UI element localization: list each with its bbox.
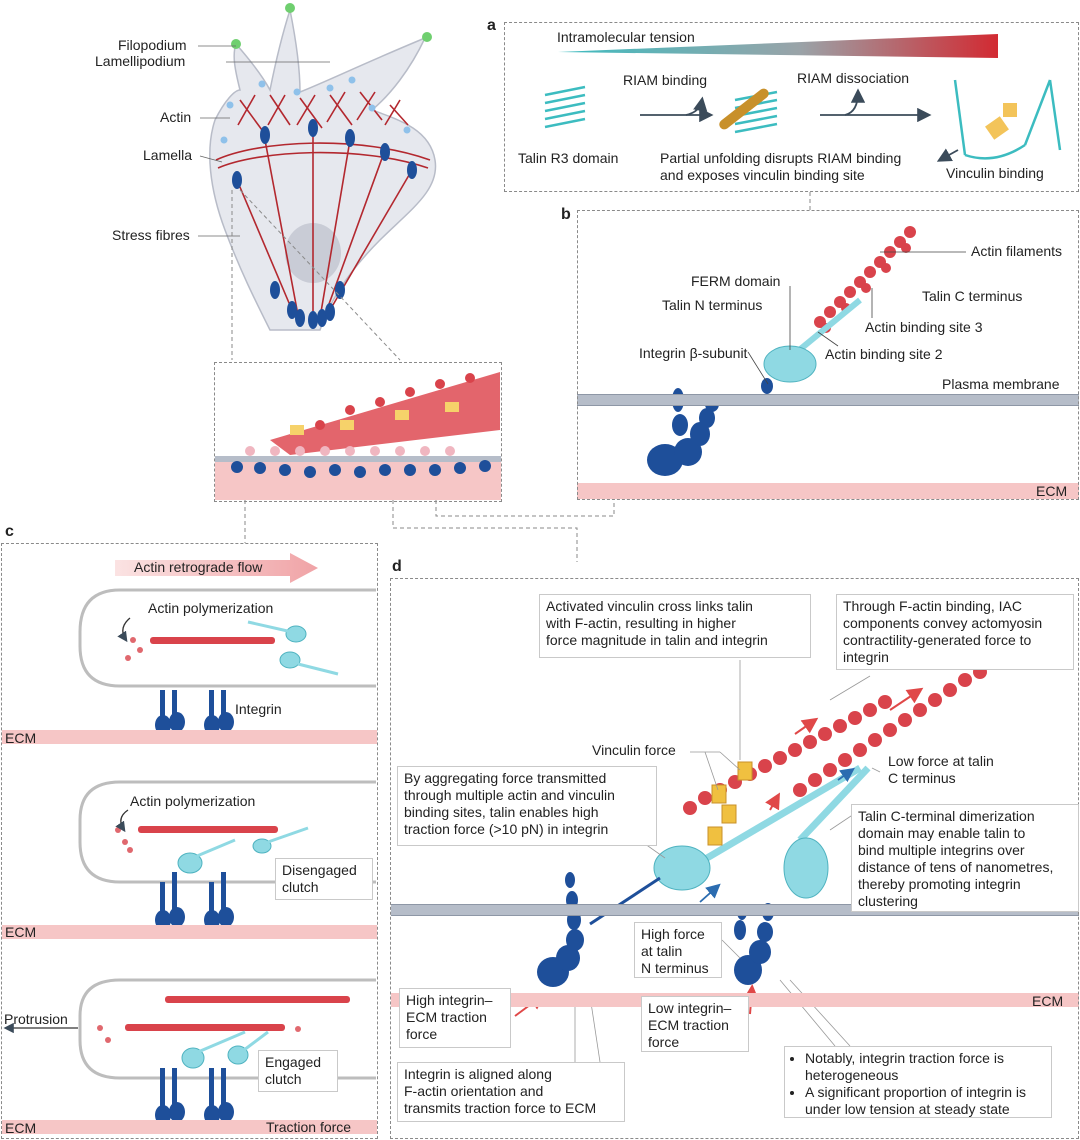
ecm-bar-b (577, 483, 1079, 499)
panel-d-letter: d (392, 558, 402, 575)
panel-c-letter: c (5, 523, 14, 540)
ecm-bar-c2 (2, 925, 377, 939)
plasma-membrane-b (577, 394, 1079, 406)
actin-filaments-c (125, 637, 350, 1031)
ecm-label-c3: ECM (5, 1120, 37, 1136)
vinculin-d (707, 761, 753, 846)
high-integrin-box: High integrin– ECM traction force (399, 988, 511, 1048)
engaged-clutch-box: Engaged clutch (258, 1050, 338, 1092)
retrograde-arrow (115, 553, 318, 583)
label-actin: Actin (160, 109, 192, 125)
dimerization-box: Talin C-terminal dimerization domain may… (851, 804, 1079, 912)
low-integrin-box: Low integrin– ECM traction force (641, 996, 749, 1052)
notably-list: Notably, integrin traction force is hete… (791, 1050, 1045, 1118)
polymerization-label-2: Actin polymerization (130, 793, 256, 809)
ecm-bar-c3 (2, 1120, 377, 1134)
traction-force-label: Traction force (266, 1119, 352, 1135)
talin-c-label: Talin C terminus (922, 288, 1023, 304)
notably-item-2: A significant proportion of integrin is … (805, 1084, 1045, 1118)
ferm-domain-label: FERM domain (691, 273, 781, 289)
high-force-n-box: High force at talin N terminus (634, 922, 722, 978)
aligned-box: Integrin is aligned along F-actin orient… (397, 1062, 625, 1122)
disengaged-clutch-box: Disengaged clutch (275, 858, 373, 900)
ecm-label-b: ECM (1036, 483, 1068, 499)
cell-edges-c (78, 588, 376, 1080)
tension-gradient-bar (558, 34, 998, 58)
riam-rod (719, 88, 769, 130)
tension-label: Intramolecular tension (557, 29, 695, 45)
riam-dissociation-label: RIAM dissociation (797, 70, 910, 86)
panel-a-frame (504, 22, 1079, 192)
adhesion-zoom-illustration (215, 372, 501, 500)
label-filopodium: Filopodium (118, 37, 187, 53)
label-stress-fibres: Stress fibres (112, 227, 190, 243)
vinculin-force-label: Vinculin force (592, 742, 676, 758)
integrins-c (155, 690, 234, 1125)
panel-b-frame (577, 210, 1079, 500)
riam-binding-label: RIAM binding (623, 72, 708, 88)
zoom-inset-frame (214, 362, 502, 502)
talin-rods-d (688, 764, 871, 872)
talin-r3-label: Talin R3 domain (518, 150, 619, 166)
plasma-membrane-label: Plasma membrane (942, 376, 1060, 392)
panel-a-letter: a (487, 17, 496, 34)
abs2-label: Actin binding site 2 (825, 346, 943, 362)
retrograde-label: Actin retrograde flow (134, 559, 263, 575)
unfolded-talin (953, 79, 1062, 160)
ecm-label-d: ECM (1032, 993, 1064, 1009)
label-lamellipodium: Lamellipodium (95, 53, 186, 69)
ecm-label-c2: ECM (5, 924, 37, 940)
polymerization-label-1: Actin polymerization (148, 600, 274, 616)
abs3-label: Actin binding site 3 (865, 319, 983, 335)
partial-unfolding-label: Partial unfolding disrupts RIAM binding … (660, 150, 902, 183)
panel-c-frame (1, 543, 378, 1139)
integrin-label-c: Integrin (235, 701, 282, 717)
talin-head-2 (783, 837, 829, 899)
talin-n-label: Talin N terminus (662, 297, 763, 313)
talin-head-1 (653, 845, 711, 891)
ecm-label-c1: ECM (5, 730, 37, 746)
cell-illustration (209, 3, 437, 331)
talin-r3-helix (544, 85, 586, 129)
label-lamella: Lamella (143, 147, 193, 163)
through-factin-box: Through F-actin binding, IAC components … (836, 594, 1074, 670)
low-force-c-label: Low force at talin C terminus (888, 753, 994, 786)
protrusion-label: Protrusion (4, 1011, 68, 1027)
vinculin-binding-label: Vinculin binding (946, 165, 1044, 181)
notably-item-1: Notably, integrin traction force is hete… (805, 1050, 1045, 1084)
panel-b-letter: b (561, 206, 571, 223)
integrin-b (647, 378, 773, 476)
notably-box: Notably, integrin traction force is hete… (784, 1046, 1052, 1118)
integrin-beta-label: Integrin β-subunit (639, 345, 748, 361)
ecm-bar-c1 (2, 730, 377, 744)
activated-vinculin-box: Activated vinculin cross links talin wit… (539, 594, 811, 658)
actin-filaments-label: Actin filaments (971, 243, 1063, 259)
aggregating-box: By aggregating force transmitted through… (397, 766, 657, 846)
